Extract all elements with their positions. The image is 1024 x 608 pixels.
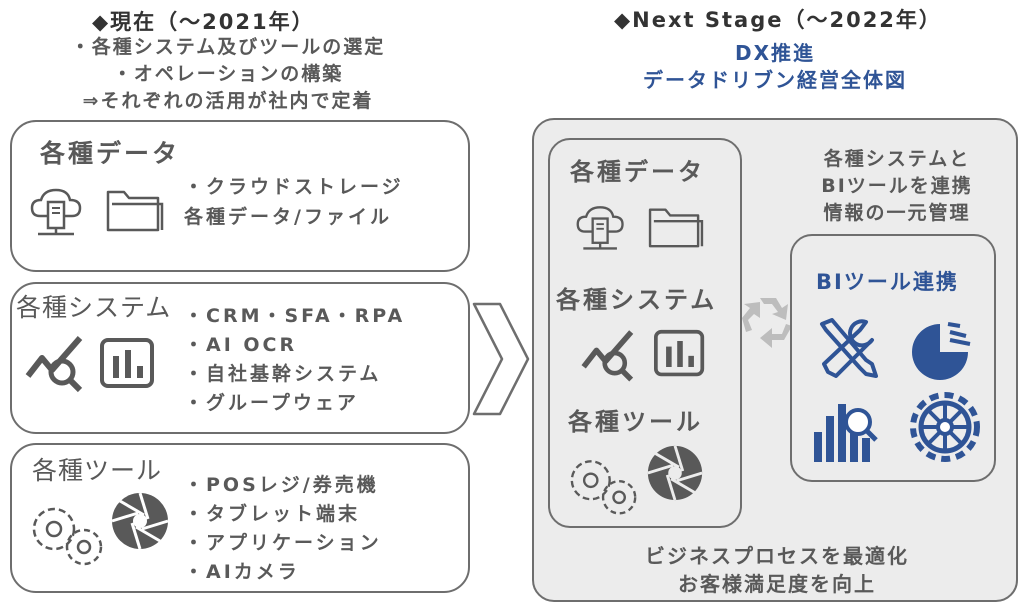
recycle-icon (742, 298, 792, 348)
link-line-3: 情報の一元管理 (823, 202, 971, 224)
data-box: 各種データ ・クラウドストレージ 各種データ/ファイル (10, 120, 470, 272)
cloud-server-icon (576, 206, 624, 250)
current-line-3: ⇒それぞれの活用が社内で定着 (82, 90, 374, 112)
bar-chart-icon (654, 329, 705, 377)
right-system-label: 各種システム (556, 286, 718, 314)
data-box-list: ・クラウドストレージ 各種データ/ファイル (184, 172, 404, 232)
bar-chart-search-icon (814, 404, 878, 462)
gear-icon (910, 392, 980, 462)
system-box-title: 各種システム (16, 293, 172, 322)
system-box-list: ・CRM・SFA・RPA ・AI OCR ・自社基幹システム ・グループウェア (184, 302, 405, 418)
cloud-server-icon (30, 188, 82, 236)
system-item-2: ・AI OCR (184, 334, 298, 356)
folder-icon (648, 208, 704, 248)
data-box-title: 各種データ (40, 139, 181, 168)
system-item-4: ・グループウェア (184, 392, 359, 414)
link-line-2: BIツールを連携 (821, 175, 973, 197)
aperture-icon (111, 492, 169, 550)
tool-box-list: ・POSレジ/券売機 ・タブレット端末 ・アプリケーション ・AIカメラ (184, 471, 382, 587)
next-title-line-2: データドリブン経営全体図 (643, 68, 907, 92)
next-title-line-1: DX推進 (734, 41, 816, 65)
current-line-2: ・オペレーションの構築 (112, 63, 344, 85)
right-tool-label: 各種ツール (568, 408, 703, 436)
footer-text: ビジネスプロセスを最適化 お客様満足度を向上 (554, 542, 1000, 598)
link-line-1: 各種システムと (823, 148, 971, 170)
aperture-icon (647, 445, 703, 501)
chevron-right-icon (472, 302, 530, 416)
link-description: 各種システムと BIツールを連携 情報の一元管理 (792, 146, 1002, 227)
footer-line-2: お客様満足度を向上 (678, 572, 876, 596)
tools-icon (820, 318, 878, 378)
gears-icon (32, 507, 103, 566)
gears-icon (570, 460, 637, 515)
sources-container: 各種データ 各種システム 各種ツール (548, 138, 742, 528)
next-title: DX推進 データドリブン経営全体図 (560, 40, 990, 94)
system-item-1: ・CRM・SFA・RPA (184, 305, 406, 327)
tool-box: 各種ツール ・POSレジ/券売機 ・タブレット端末 ・アプリケーション ・AIカ… (10, 443, 470, 593)
tool-item-1: ・POSレジ/券売機 (184, 474, 379, 496)
right-data-label: 各種データ (570, 158, 705, 186)
tool-item-2: ・タブレット端末 (184, 503, 361, 525)
folder-icon (106, 190, 164, 232)
system-box: 各種システム ・CRM・SFA・RPA ・AI OCR ・自社基幹システム ・グ… (10, 282, 470, 434)
footer-line-1: ビジネスプロセスを最適化 (645, 544, 909, 568)
bar-chart-icon (100, 338, 154, 388)
current-heading: ◆現在（～2021年） (92, 10, 315, 34)
data-item-2: 各種データ/ファイル (184, 206, 392, 228)
pie-chart-icon (912, 322, 971, 380)
current-description: ・各種システム及びツールの選定 ・オペレーションの構築 ⇒それぞれの活用が社内で… (18, 34, 438, 115)
tool-item-3: ・アプリケーション (184, 532, 382, 554)
system-item-3: ・自社基幹システム (184, 363, 382, 385)
current-line-1: ・各種システム及びツールの選定 (70, 36, 386, 58)
next-stage-panel: 各種データ 各種システム 各種ツール (532, 118, 1018, 602)
bi-container: BIツール連携 (790, 234, 996, 482)
bi-title: BIツール連携 (816, 270, 959, 294)
next-heading: ◆Next Stage（～2022年） (614, 8, 942, 32)
data-item-1: ・クラウドストレージ (184, 176, 404, 198)
analytics-search-icon (25, 336, 83, 393)
tool-box-title: 各種ツール (32, 456, 163, 485)
analytics-search-icon (581, 330, 634, 382)
tool-item-4: ・AIカメラ (184, 561, 300, 583)
